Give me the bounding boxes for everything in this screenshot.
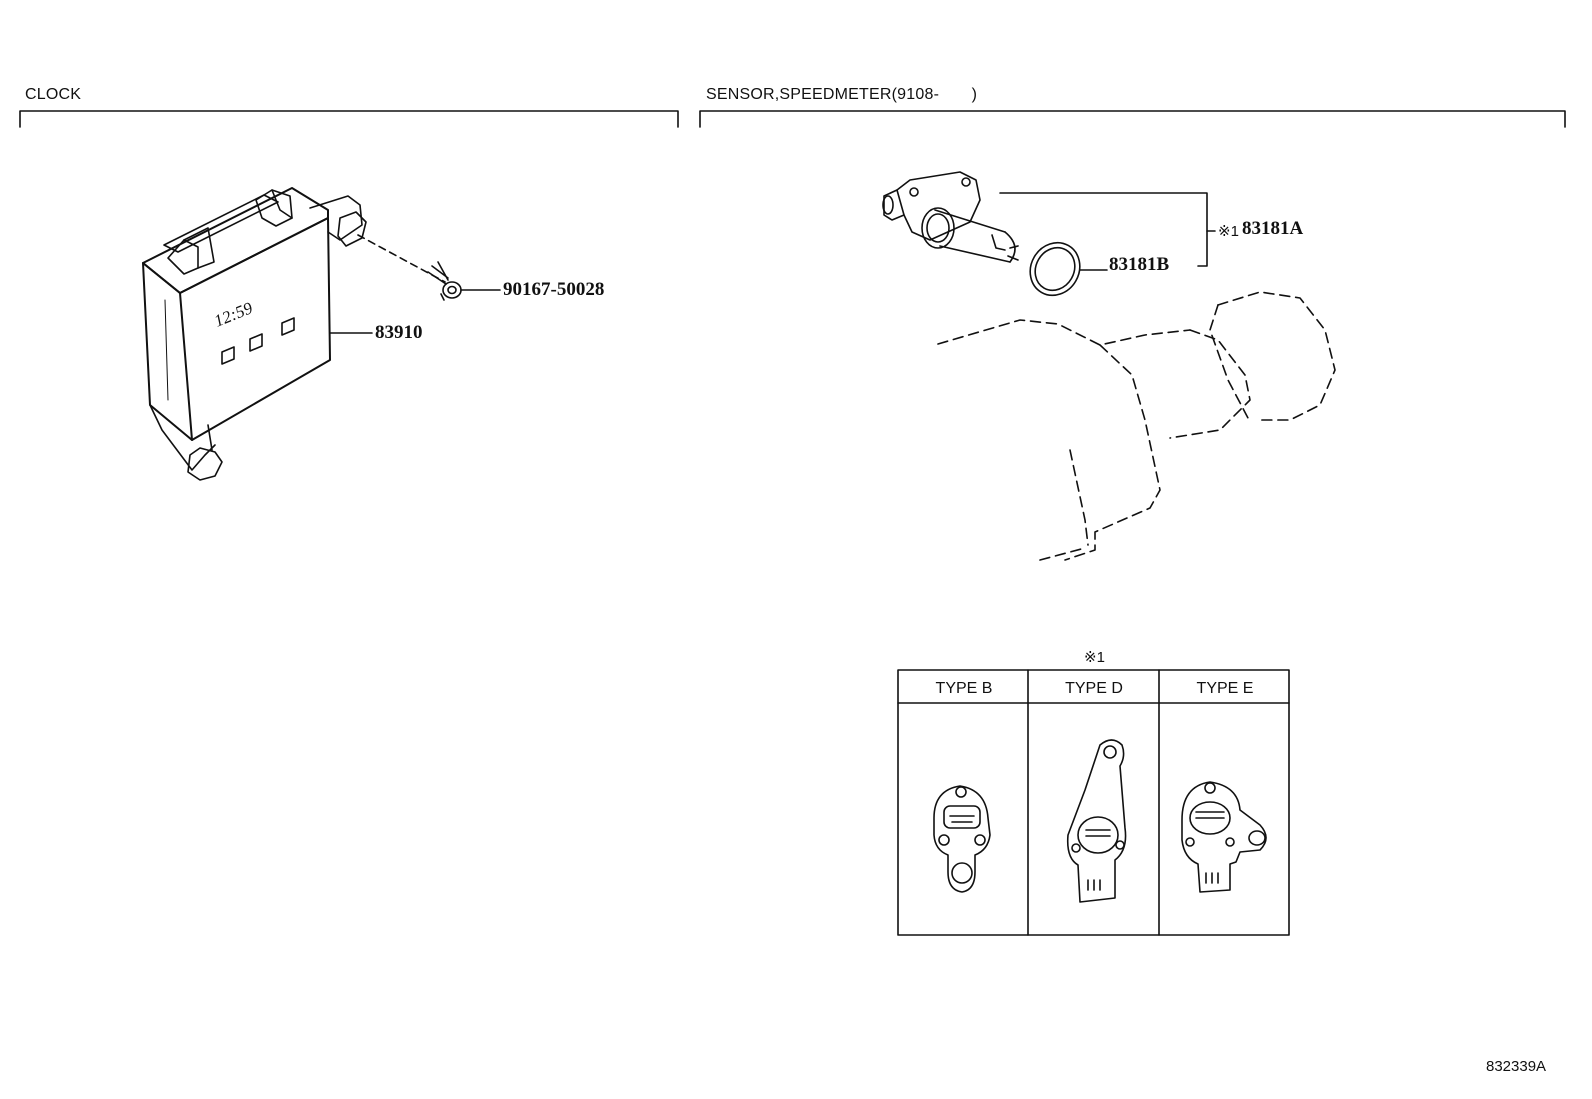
clock-section-bracket [19, 110, 679, 128]
sensor-section-bracket [699, 110, 1566, 128]
type-table-note: ※1 [1084, 649, 1105, 666]
screw-part-number[interactable]: 90167-50028 [503, 279, 605, 300]
type-d-sensor-drawing [1066, 739, 1127, 903]
transmission-outline [937, 291, 1336, 561]
clock-unit-drawing [142, 187, 367, 481]
clock-section-title: CLOCK [25, 86, 82, 103]
type-b-header: TYPE B [935, 680, 993, 697]
sensor-section-title: SENSOR,SPEEDMETER(9108- ) [706, 86, 978, 103]
o-ring-part-number[interactable]: 83181B [1109, 254, 1170, 275]
clock-display-text: 12:59 [211, 298, 255, 331]
type-b-sensor-drawing [933, 785, 991, 893]
sensor-drawing [882, 171, 1216, 297]
diagram-id: 832339A [1486, 1058, 1547, 1075]
type-table-grid [897, 669, 1290, 936]
type-e-sensor-drawing [1181, 781, 1267, 893]
type-d-header: TYPE D [1065, 680, 1123, 697]
screw-drawing [357, 234, 462, 301]
clock-part-number[interactable]: 83910 [375, 322, 423, 343]
type-e-header: TYPE E [1196, 680, 1254, 697]
sensor-note-mark: ※1 [1218, 223, 1239, 240]
sensor-part-number[interactable]: 83181A [1242, 218, 1304, 239]
